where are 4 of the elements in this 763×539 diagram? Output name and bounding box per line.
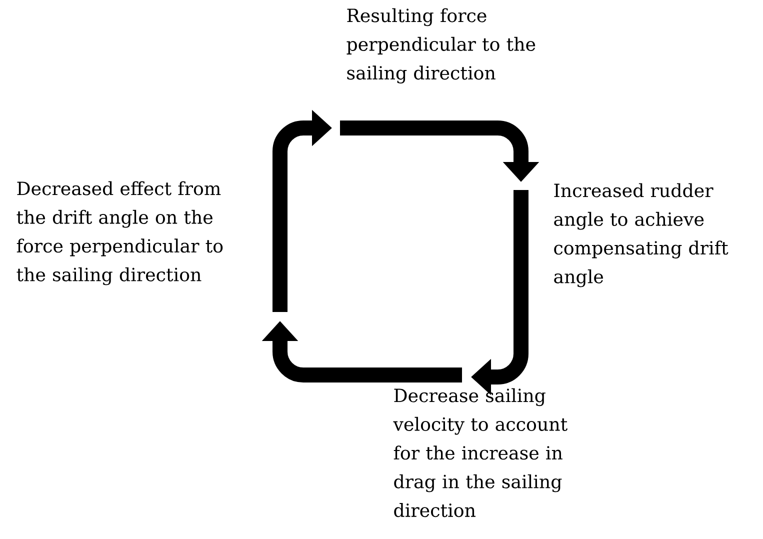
step-text: Resulting force perpendicular to the sailing direction <box>346 8 536 84</box>
step-text: Decrease sailing velocity to account for the increase in drag in the sailing direction <box>393 388 568 518</box>
step-text: Increased rudder angle to achieve compensating drift angle <box>554 183 728 288</box>
step-text: Decreased effect from the drift angle on the force perpendicular to the sailing direction <box>16 181 223 286</box>
